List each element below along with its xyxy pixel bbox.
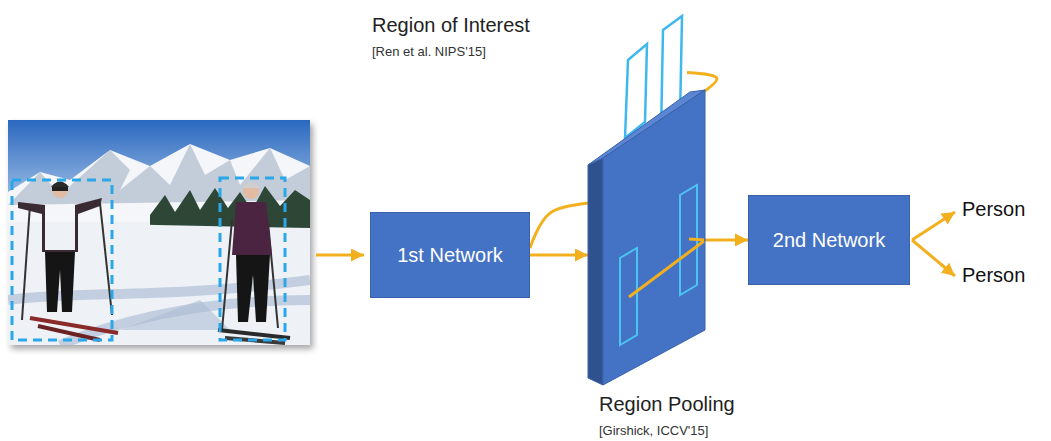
network-box: 2nd Network bbox=[748, 195, 910, 285]
pool-arrow bbox=[689, 239, 704, 240]
ski-photo bbox=[38, 326, 100, 340]
flow-arrow bbox=[912, 212, 955, 240]
ski-photo bbox=[52, 182, 68, 198]
roi-outline bbox=[625, 44, 647, 138]
output-class: Person bbox=[962, 264, 1025, 287]
ski-photo bbox=[8, 120, 310, 345]
ski-photo bbox=[22, 205, 30, 320]
ski-photo bbox=[52, 187, 68, 191]
ski-photo bbox=[100, 203, 112, 315]
pool-arrow bbox=[629, 241, 704, 297]
ski-photo bbox=[236, 255, 270, 322]
citation: [Girshick, ICCV'15] bbox=[599, 423, 749, 438]
ski-photo bbox=[8, 120, 310, 345]
feature-map-face bbox=[588, 158, 603, 385]
ski-photo bbox=[220, 178, 285, 340]
ski-photo bbox=[222, 220, 232, 330]
ski-photo bbox=[232, 202, 272, 255]
region-proposal: Region of Interest [Ren et al. NIPS'15] bbox=[372, 14, 687, 144]
network-box: 1st Network bbox=[370, 212, 530, 298]
ski-photo bbox=[243, 183, 259, 199]
ski-photo bbox=[18, 198, 102, 252]
ski-photo bbox=[51, 182, 69, 188]
feature-map: Region Pooling [Girshick, ICCV'15] bbox=[585, 85, 749, 441]
citation: [Ren et al. NIPS'15] bbox=[372, 44, 687, 59]
node-title: Region of Interest bbox=[372, 14, 687, 37]
flow-arrow bbox=[705, 238, 748, 241]
ski-photo bbox=[120, 300, 230, 330]
flow-arrow bbox=[912, 240, 955, 276]
pooled-region bbox=[620, 248, 637, 345]
ski-photo bbox=[12, 180, 112, 340]
node-title: 2nd Network bbox=[773, 229, 885, 252]
flow-arrow bbox=[530, 254, 588, 257]
node-title: Region Pooling bbox=[599, 393, 749, 416]
flow-arrow bbox=[316, 254, 364, 257]
ski-photo bbox=[45, 252, 75, 312]
feature-map-face bbox=[603, 90, 705, 385]
ski-photo bbox=[8, 120, 310, 345]
node-title: 1st Network bbox=[397, 244, 503, 267]
ski-photo bbox=[242, 183, 260, 189]
slab-shape bbox=[585, 85, 705, 387]
output-class: Person bbox=[962, 198, 1025, 221]
